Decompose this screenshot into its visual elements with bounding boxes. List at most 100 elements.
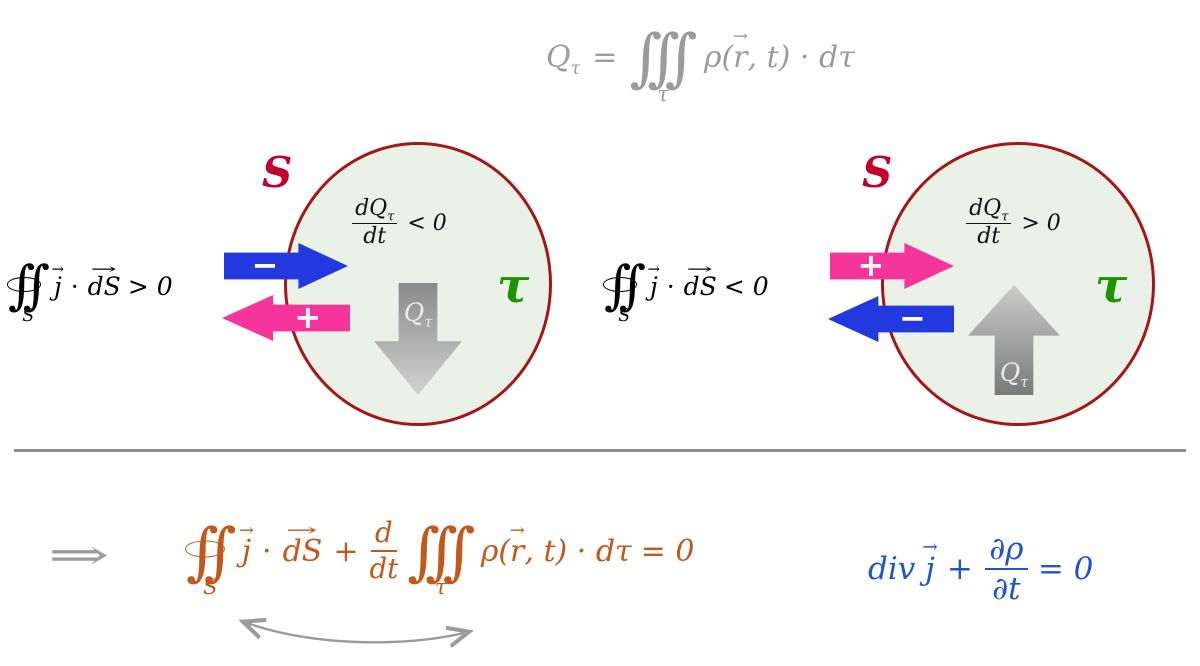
surface-element-vector: →dS (683, 261, 717, 301)
surface-element-vector: →dS (87, 261, 121, 301)
divergence-operator: div (868, 551, 916, 588)
right-rate-fraction: dQτ dt (966, 196, 1012, 249)
double-integral-glyph: ∫∫ (186, 514, 237, 588)
right-charge-arrow-label: Qτ (999, 358, 1029, 390)
right-rate-numerator-sub: τ (1001, 209, 1009, 225)
left-outflow-sign: + (294, 298, 322, 337)
time-derivative-denominator: dt (369, 551, 399, 585)
right-flux-relation: < 0 (723, 271, 769, 301)
left-surface-label: S (262, 148, 293, 197)
local-conservation-formula: div →j + ∂ρ ∂t = 0 (868, 532, 1093, 607)
plus-sign: + (333, 533, 359, 569)
dot-operator: · (262, 533, 272, 569)
position-vector: →r (733, 28, 748, 75)
left-flux-formula: ∫∫ S →j · →dS > 0 (7, 255, 173, 324)
left-rate-denominator: dt (363, 223, 387, 249)
charge-symbol: Qτ (546, 40, 580, 78)
surface-element-letters: dS (87, 271, 121, 301)
dot-operator: · (70, 271, 79, 301)
integrand-open: ρ( (480, 533, 511, 569)
charge-definition-formula: Qτ = ∫∫∫ τ ρ(→r, t) · dτ (546, 21, 855, 104)
integrand-open: ρ( (703, 40, 734, 75)
surface-element-letters: dS (282, 533, 323, 569)
left-charge-arrow-symbol: Q (403, 298, 425, 327)
left-charge-arrow-label: Qτ (403, 298, 433, 330)
time-derivative-numerator: d (371, 517, 397, 553)
left-volume-label: τ (497, 258, 530, 314)
integrand-close: , t) · dτ (747, 40, 855, 75)
position-vector-letter: r (733, 40, 748, 75)
left-rate-numerator-sub: τ (387, 209, 395, 225)
triple-integral-glyph: ∫∫∫ (407, 514, 475, 588)
position-vector-letter: r (510, 533, 525, 569)
right-flux-formula: ∫∫ S →j · →dS < 0 (603, 255, 769, 324)
charge-symbol-subscript: τ (570, 59, 581, 79)
dot-operator: · (666, 271, 675, 301)
horizontal-divider (14, 449, 1186, 452)
current-density-vector: →j (648, 261, 661, 301)
time-derivative-fraction: d dt (369, 517, 399, 585)
current-density-vector: →j (52, 261, 65, 301)
equals-sign: = (592, 40, 618, 75)
charge-symbol-letter: Q (546, 40, 571, 75)
right-volume-label: τ (1095, 258, 1128, 314)
vector-arrow-icon: → (686, 259, 714, 278)
left-charge-arrow-sub: τ (424, 315, 433, 331)
left-surface-integral-sub: S (22, 305, 35, 326)
surface-element-letters: dS (683, 271, 717, 301)
vector-arrow-icon: → (238, 519, 254, 541)
surface-element-vector: →dS (282, 521, 323, 569)
integrand: ρ(→r, t) · dτ (703, 28, 855, 75)
partial-derivative-denominator: ∂t (992, 570, 1021, 607)
left-charge-rate-formula: dQτ dt < 0 (352, 196, 447, 249)
double-integral-glyph: ∫∫ (604, 255, 646, 316)
plus-sign: + (946, 551, 973, 588)
left-rate-numerator-main: dQ (355, 196, 388, 221)
current-density-vector: →j (239, 521, 254, 569)
current-density-letter: j (53, 271, 62, 301)
vector-arrow-icon: → (286, 519, 319, 541)
vector-arrow-icon: → (509, 519, 525, 541)
conservation-integrand: ρ(→r, t) · dτ (480, 521, 632, 569)
left-rate-fraction: dQτ dt (352, 196, 398, 249)
local-equals-zero: = 0 (1037, 551, 1094, 588)
right-rate-numerator: dQτ (966, 196, 1012, 225)
vector-arrow-icon: → (922, 537, 938, 558)
right-surface-label: S (862, 148, 893, 197)
current-density-letter: j (649, 271, 658, 301)
triple-integral-glyph: ∫∫∫ (629, 21, 697, 94)
right-outflow-sign: − (899, 299, 926, 338)
vector-arrow-icon: → (647, 259, 661, 278)
partial-derivative-numerator: ∂ρ (984, 532, 1028, 571)
current-density-vector: →j (922, 538, 938, 588)
position-vector: →r (510, 521, 525, 569)
vector-arrow-icon: → (732, 26, 748, 48)
conservation-volume-integral-sub: τ (434, 575, 447, 600)
left-flux-relation: > 0 (127, 271, 173, 301)
conservation-volume-integral: ∫∫∫ τ (407, 514, 475, 598)
right-rate-relation: > 0 (1021, 210, 1061, 236)
right-rate-denominator: dt (977, 223, 1001, 249)
current-density-letter: j (925, 551, 935, 588)
left-rate-numerator: dQτ (352, 196, 398, 225)
right-charge-rate-formula: dQτ dt > 0 (966, 196, 1061, 249)
right-rate-numerator-main: dQ (969, 196, 1002, 221)
integral-subscript-tau: τ (657, 81, 669, 106)
right-charge-arrow-symbol: Q (999, 358, 1021, 387)
double-integral-glyph: ∫∫ (8, 255, 50, 316)
left-inflow-sign: − (251, 246, 279, 285)
conservation-equals-zero: = 0 (640, 533, 695, 569)
current-density-letter: j (241, 533, 252, 569)
right-surface-integral: ∫∫ S (603, 255, 646, 324)
integrand-close: , t) · dτ (524, 533, 632, 569)
integral-conservation-formula: ∫∫ S →j · →dS + d dt ∫∫∫ τ ρ(→r, t) · dτ… (184, 514, 695, 598)
implies-arrow: ⇒ (48, 530, 110, 579)
conservation-surface-integral: ∫∫ S (184, 514, 237, 598)
vector-arrow-icon: → (90, 259, 118, 278)
right-surface-integral-sub: S (618, 305, 631, 326)
triple-integral: ∫∫∫ τ (629, 21, 697, 104)
surface-volume-link-arrow (230, 608, 480, 654)
vector-arrow-icon: → (51, 259, 65, 278)
right-charge-arrow-sub: τ (1020, 375, 1029, 391)
